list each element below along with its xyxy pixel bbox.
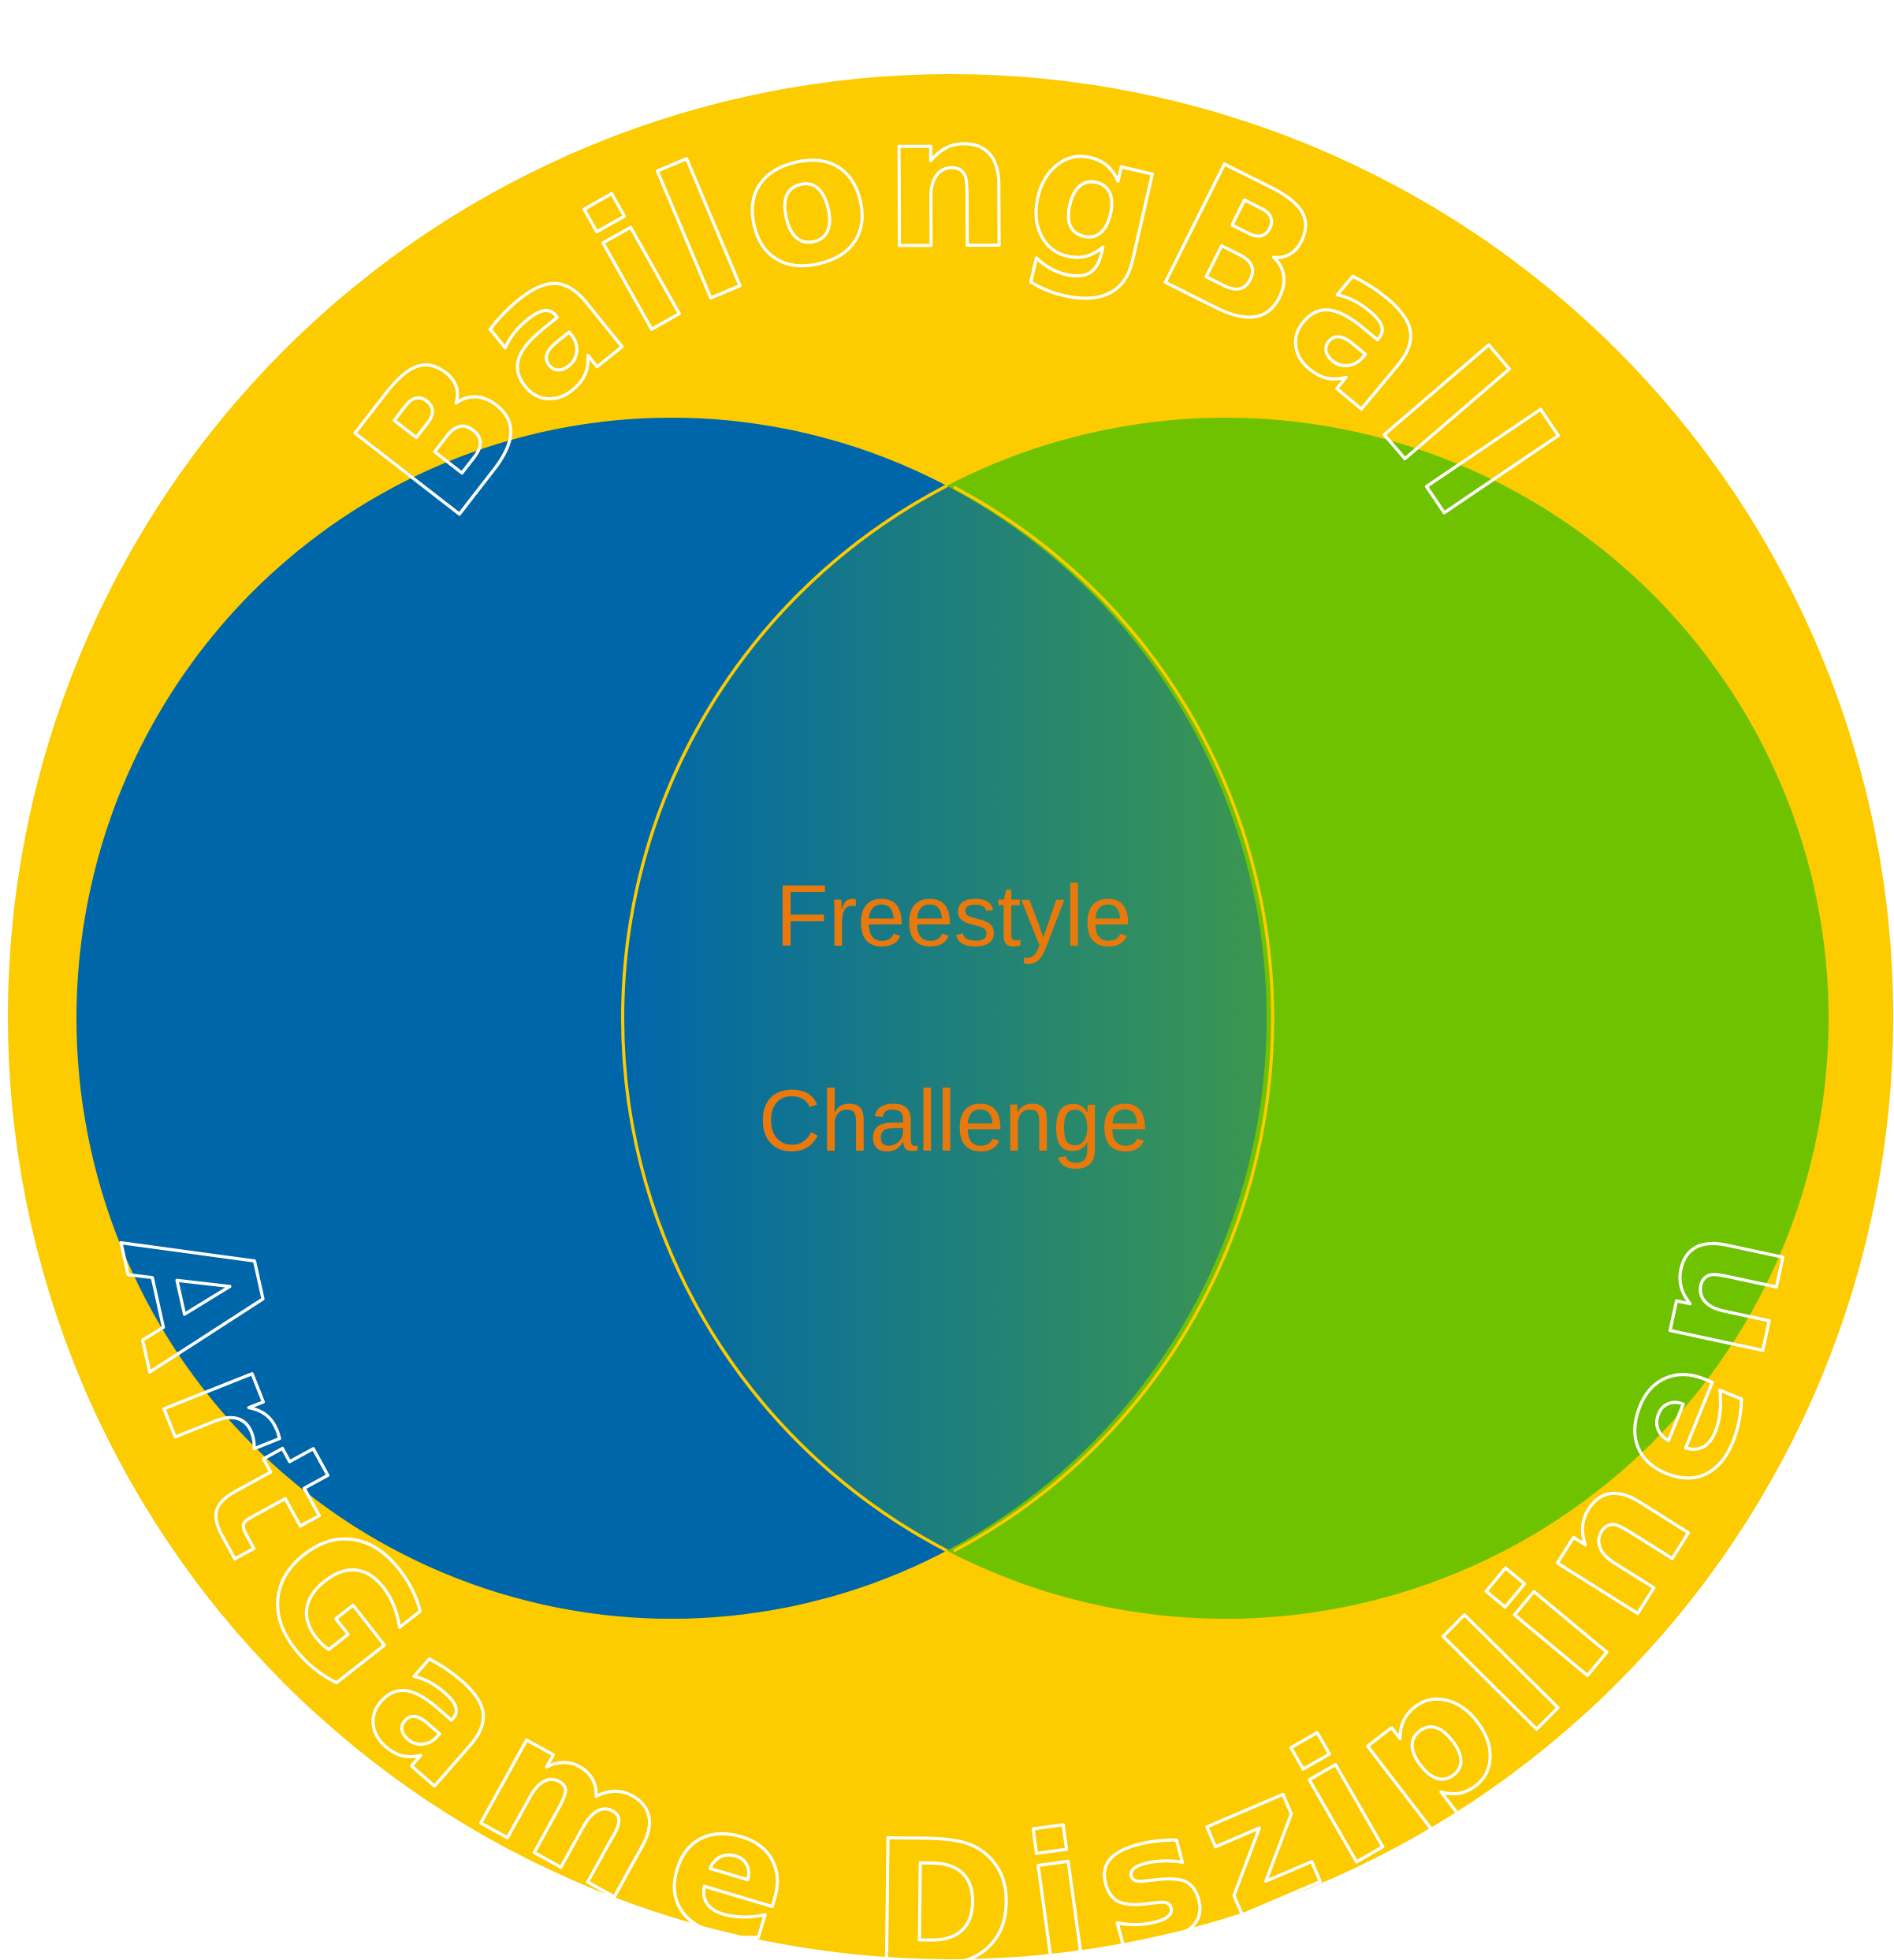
intersection-label-line1: Freestyle bbox=[776, 868, 1132, 965]
intersection-lens bbox=[623, 418, 1267, 1619]
intersection-outline-right bbox=[953, 485, 1274, 1553]
intersection-outline bbox=[621, 418, 1267, 1619]
intersection-label-line2: Challenge bbox=[758, 1073, 1148, 1170]
